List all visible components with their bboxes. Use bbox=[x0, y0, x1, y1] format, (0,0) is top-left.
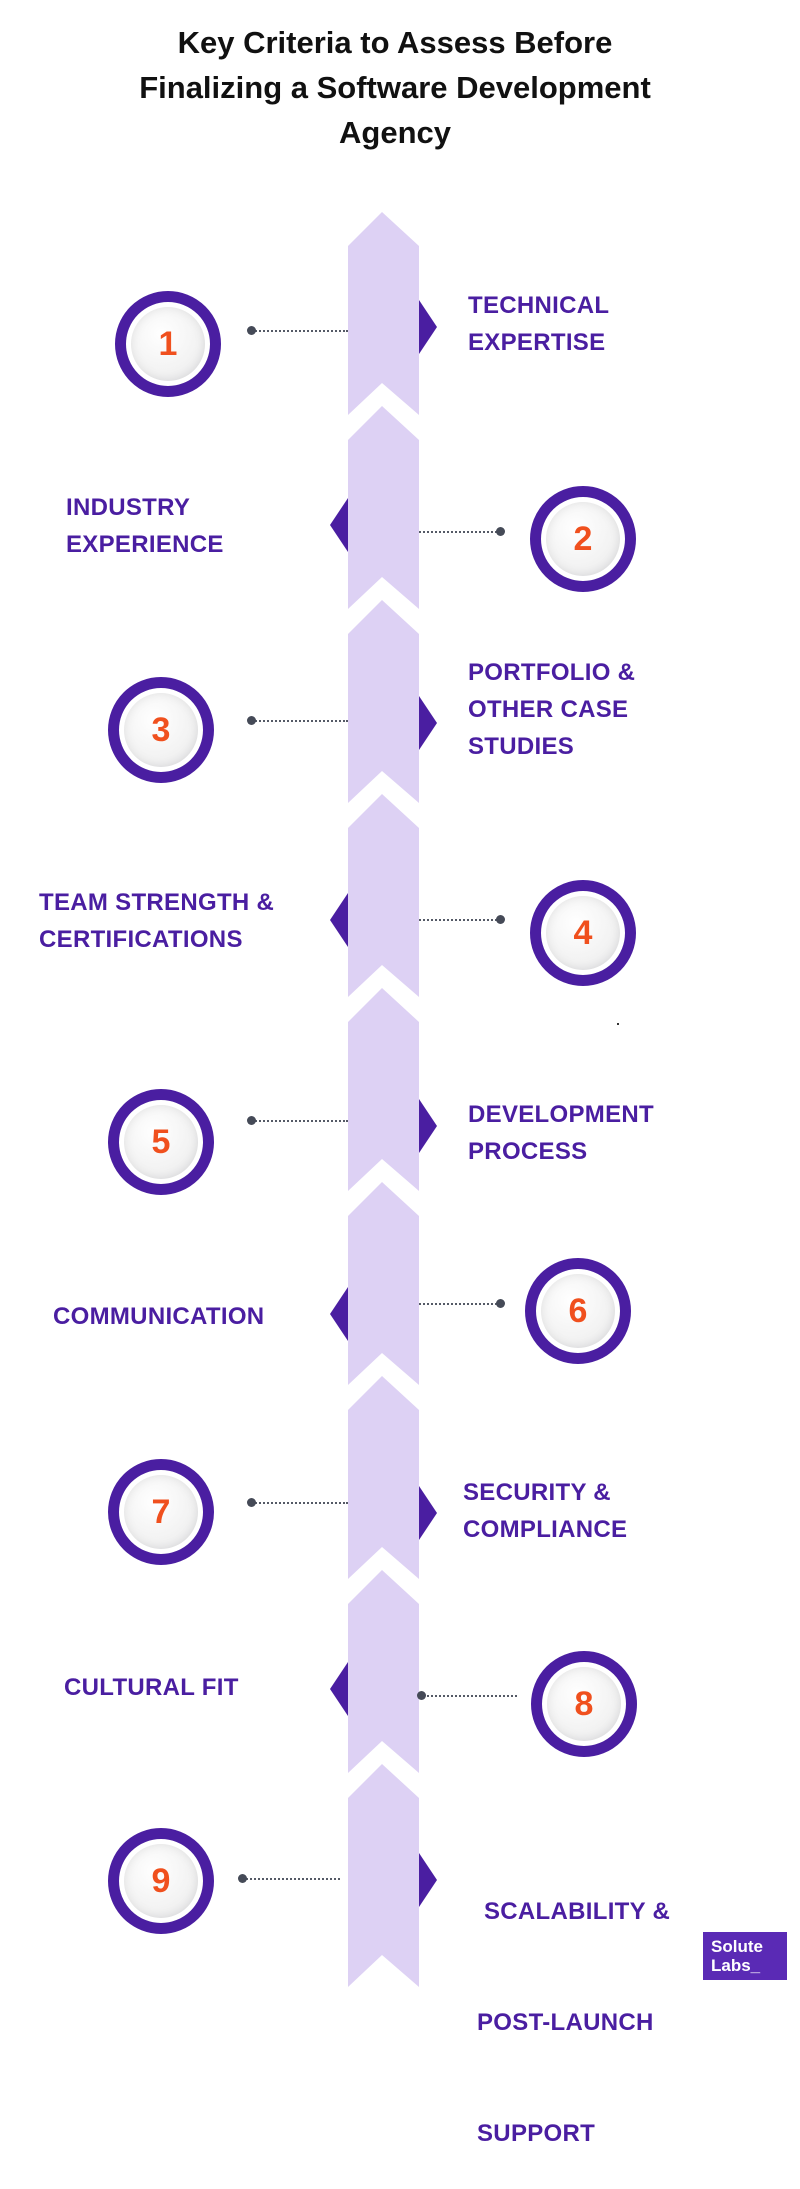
stray-dot bbox=[617, 1023, 619, 1025]
step-number: 2 bbox=[573, 519, 593, 558]
chevron-segment bbox=[348, 1376, 419, 1579]
brand-logo: Solute Labs_ bbox=[703, 1932, 787, 1980]
criterion-label-5: DEVELOPMENT PROCESS bbox=[468, 1096, 654, 1170]
step-circle-2: 2 bbox=[530, 486, 636, 592]
pointer-right bbox=[419, 1486, 437, 1540]
chevron-segment bbox=[348, 1570, 419, 1773]
connector-line bbox=[252, 720, 348, 722]
connector-line bbox=[252, 330, 348, 332]
connector-dot bbox=[496, 527, 505, 536]
step-circle-9: 9 bbox=[108, 1828, 214, 1934]
label-line: COMPLIANCE bbox=[463, 1516, 628, 1543]
step-number: 8 bbox=[574, 1684, 594, 1723]
step-circle-3: 3 bbox=[108, 677, 214, 783]
pointer-right bbox=[419, 696, 437, 750]
connector-line bbox=[252, 1120, 348, 1122]
label-line: TECHNICAL bbox=[468, 292, 610, 319]
chevron-segment bbox=[348, 406, 419, 609]
step-number: 7 bbox=[151, 1492, 171, 1531]
criterion-label-4: TEAM STRENGTH & CERTIFICATIONS bbox=[39, 884, 274, 958]
step-circle-5: 5 bbox=[108, 1089, 214, 1195]
criterion-label-9: SCALABILITY & POST-LAUNCH SUPPORT bbox=[477, 1819, 670, 2189]
connector-line bbox=[419, 919, 501, 921]
chevron-segment bbox=[348, 1764, 419, 1987]
chevron-segment bbox=[348, 988, 419, 1191]
timeline-spine bbox=[330, 212, 437, 1987]
connector-line bbox=[252, 1502, 348, 1504]
pointer-left bbox=[330, 1662, 348, 1716]
pointer-right bbox=[419, 300, 437, 354]
connector-dot bbox=[247, 716, 256, 725]
connector-dot bbox=[238, 1874, 247, 1883]
label-line: COMMUNICATION bbox=[53, 1303, 265, 1330]
label-line: EXPERTISE bbox=[468, 329, 606, 356]
pointer-right bbox=[419, 1853, 437, 1907]
connector-line bbox=[422, 1695, 517, 1697]
label-line: PROCESS bbox=[468, 1138, 588, 1165]
step-circle-8: 8 bbox=[531, 1651, 637, 1757]
chevron-segment bbox=[348, 794, 419, 997]
chevron-segment bbox=[348, 1182, 419, 1385]
chevron-segment bbox=[348, 600, 419, 803]
chevron-segment bbox=[348, 212, 419, 415]
step-number: 3 bbox=[151, 710, 171, 749]
pointer-left bbox=[330, 498, 348, 552]
connector-line bbox=[419, 531, 501, 533]
criterion-label-3: PORTFOLIO & OTHER CASE STUDIES bbox=[468, 654, 635, 765]
pointer-left bbox=[330, 1287, 348, 1341]
criterion-label-6: COMMUNICATION bbox=[53, 1298, 264, 1335]
title-line: Finalizing a Software Development bbox=[139, 70, 651, 105]
label-line: PORTFOLIO & bbox=[468, 659, 636, 686]
criterion-label-2: INDUSTRY EXPERIENCE bbox=[66, 489, 224, 563]
step-number: 5 bbox=[151, 1122, 171, 1161]
brand-line: Solute bbox=[711, 1937, 763, 1956]
label-line: STUDIES bbox=[468, 733, 575, 760]
connector-dot bbox=[417, 1691, 426, 1700]
criterion-label-7: SECURITY & COMPLIANCE bbox=[463, 1474, 627, 1548]
label-line: SECURITY & bbox=[463, 1479, 611, 1506]
pointer-left bbox=[330, 893, 348, 947]
label-line: CERTIFICATIONS bbox=[39, 926, 243, 953]
title-line: Key Criteria to Assess Before bbox=[177, 25, 613, 60]
label-line: OTHER CASE bbox=[468, 696, 629, 723]
criterion-label-1: TECHNICAL EXPERTISE bbox=[468, 287, 609, 361]
step-number: 9 bbox=[151, 1861, 171, 1900]
label-line: TEAM STRENGTH & bbox=[39, 889, 275, 916]
step-number: 1 bbox=[158, 324, 178, 363]
pointer-right bbox=[419, 1099, 437, 1153]
connector-dot bbox=[247, 326, 256, 335]
brand-line: Labs_ bbox=[711, 1956, 761, 1975]
page-title: Key Criteria to Assess Before Finalizing… bbox=[60, 20, 730, 155]
connector-dot bbox=[496, 1299, 505, 1308]
step-number: 6 bbox=[568, 1291, 588, 1330]
connector-dot bbox=[496, 915, 505, 924]
title-line: Agency bbox=[339, 115, 451, 150]
connector-line bbox=[419, 1303, 501, 1305]
connector-line bbox=[243, 1878, 340, 1880]
step-circle-6: 6 bbox=[525, 1258, 631, 1364]
connector-dot bbox=[247, 1116, 256, 1125]
label-line: DEVELOPMENT bbox=[468, 1101, 654, 1128]
label-line: POST-LAUNCH bbox=[477, 2009, 654, 2036]
step-circle-1: 1 bbox=[115, 291, 221, 397]
step-circle-4: 4 bbox=[530, 880, 636, 986]
step-number: 4 bbox=[573, 913, 593, 952]
criterion-label-8: CULTURAL FIT bbox=[64, 1669, 239, 1706]
step-circle-7: 7 bbox=[108, 1459, 214, 1565]
label-line: CULTURAL FIT bbox=[64, 1674, 239, 1701]
label-line: INDUSTRY bbox=[66, 494, 191, 521]
label-line: EXPERIENCE bbox=[66, 531, 224, 558]
label-line: SUPPORT bbox=[477, 2120, 596, 2147]
label-line: SCALABILITY & bbox=[477, 1898, 671, 1925]
connector-dot bbox=[247, 1498, 256, 1507]
